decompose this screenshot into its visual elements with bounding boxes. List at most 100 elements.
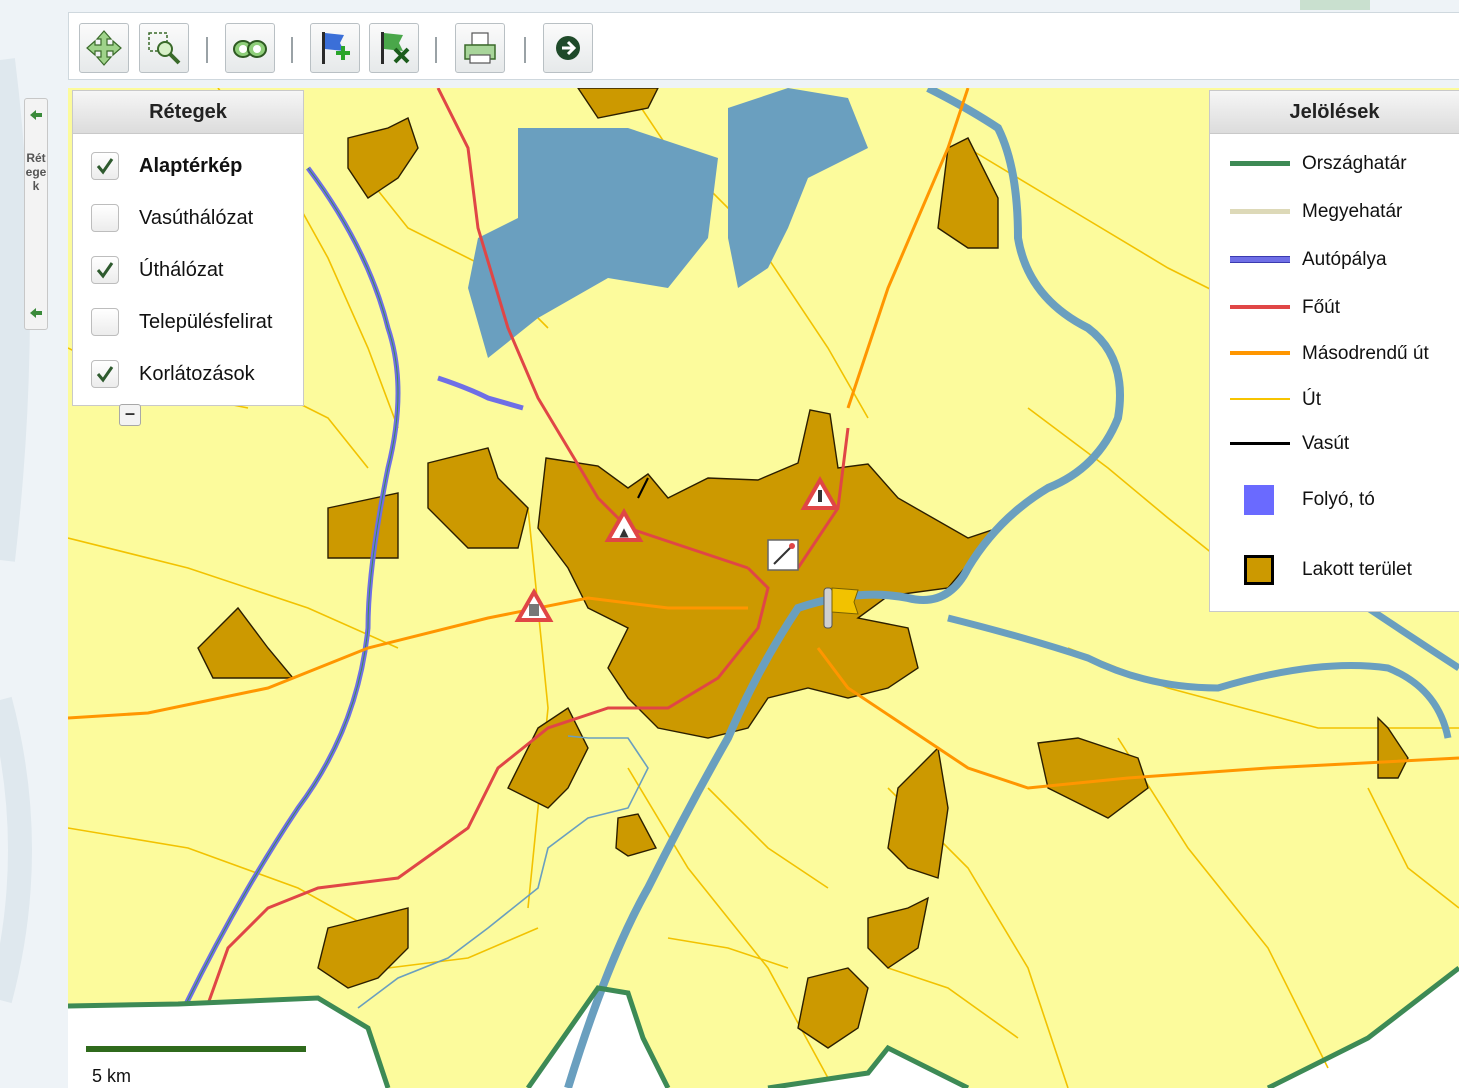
layer-label: Alaptérkép <box>139 154 243 177</box>
scale-bar: 5 km <box>70 1028 350 1088</box>
main-road-line-symbol <box>1230 293 1290 323</box>
lake <box>468 128 718 358</box>
restriction-warning-icon[interactable] <box>514 587 554 622</box>
legend-item: Út <box>1230 385 1321 415</box>
motorway-line-symbol <box>1230 245 1290 275</box>
add-marker-button[interactable] <box>310 23 360 73</box>
legend-label: Vasút <box>1302 433 1350 454</box>
roadwork-warning-icon[interactable]: ▲ <box>604 507 644 542</box>
legend-label: Országhatár <box>1302 153 1407 174</box>
printer-icon <box>464 32 496 64</box>
outside-area <box>768 1048 968 1088</box>
binoculars-icon <box>233 40 267 58</box>
legend-label: Autópálya <box>1302 249 1387 270</box>
layer-checkbox[interactable] <box>91 204 119 232</box>
flag-add-icon <box>322 32 350 64</box>
search-button[interactable] <box>225 23 275 73</box>
layer-checkbox[interactable] <box>91 360 119 388</box>
side-tab-label: Rétegek <box>25 151 47 193</box>
river <box>1366 605 1459 671</box>
layer-label: Településfelirat <box>139 310 273 333</box>
checkmark-icon <box>96 366 114 383</box>
river <box>947 614 1452 739</box>
zoom-box-icon <box>148 32 181 65</box>
layer-checkbox[interactable] <box>91 308 119 336</box>
map-toolbar <box>68 12 1459 80</box>
legend-label: Lakott terület <box>1302 559 1412 580</box>
checkmark-icon <box>96 158 114 175</box>
layer-item-alapterkep[interactable]: Alaptérkép <box>91 151 242 181</box>
toolbar-separator <box>435 37 437 63</box>
layer-item-uthalozat[interactable]: Úthálózat <box>91 255 224 285</box>
layers-side-tab[interactable]: Rétegek <box>24 98 48 330</box>
flag-remove-icon <box>381 32 410 64</box>
legend-item: Másodrendű út <box>1230 339 1429 369</box>
legend-label: Másodrendű út <box>1302 343 1429 364</box>
layers-panel-title: Rétegek <box>73 91 303 134</box>
secondary-roads <box>68 88 1459 790</box>
urban-area-symbol <box>1230 555 1290 585</box>
remove-marker-button[interactable] <box>369 23 419 73</box>
go-button[interactable] <box>543 23 593 73</box>
toolbar-separator <box>291 37 293 63</box>
legend-item: Vasút <box>1230 429 1349 459</box>
layers-panel: Rétegek Alaptérkép Vasúthálózat Úthálóza… <box>72 90 304 406</box>
arrow-left-icon <box>30 110 42 120</box>
county-line-symbol <box>1230 197 1290 227</box>
layer-item-vasuthalozat[interactable]: Vasúthálózat <box>91 203 253 233</box>
layer-label: Vasúthálózat <box>139 206 254 229</box>
stream <box>357 735 649 1009</box>
railway <box>637 477 649 499</box>
lake <box>728 88 868 288</box>
route-marker-icon[interactable] <box>767 539 799 571</box>
motorway-edge <box>185 167 399 1005</box>
country-border <box>525 985 671 1088</box>
legend-item: Országhatár <box>1230 149 1407 179</box>
layer-label: Úthálózat <box>139 258 224 281</box>
legend-label: Út <box>1302 389 1321 410</box>
toolbar-separator <box>524 37 526 63</box>
checkmark-icon <box>96 262 114 279</box>
layer-item-telepulesfelirat[interactable]: Településfelirat <box>91 307 272 337</box>
urban-areas <box>197 88 1409 1049</box>
river <box>564 88 1124 1088</box>
legend-item: Autópálya <box>1230 245 1387 275</box>
layer-checkbox[interactable] <box>91 152 119 180</box>
legend-item: Lakott terület <box>1230 555 1412 585</box>
road-line-symbol <box>1230 385 1290 415</box>
railway-line-symbol <box>1230 429 1290 459</box>
pan-button[interactable] <box>79 23 129 73</box>
legend-item: Főút <box>1230 293 1340 323</box>
zoom-box-button[interactable] <box>139 23 189 73</box>
traffic-warning-icon[interactable] <box>800 475 840 510</box>
legend-label: Folyó, tó <box>1302 489 1375 510</box>
legend-item: Megyehatár <box>1230 197 1402 227</box>
country-border <box>767 1044 970 1088</box>
zoom-out-button[interactable]: – <box>119 404 141 426</box>
scale-label: 5 km <box>92 1066 132 1086</box>
border-line-symbol <box>1230 149 1290 179</box>
arrow-right-circle-icon <box>556 36 580 60</box>
toolbar-separator <box>206 37 208 63</box>
legend-item: Folyó, tó <box>1230 485 1375 515</box>
flag-marker-icon[interactable] <box>823 587 859 629</box>
layer-checkbox[interactable] <box>91 256 119 284</box>
country-border <box>1266 966 1459 1088</box>
water-area-symbol <box>1230 485 1290 515</box>
motorway <box>437 375 524 411</box>
legend-panel: Jelölések Országhatár Megyehatár Autópál… <box>1209 90 1459 612</box>
scale-bar-line <box>86 1046 306 1052</box>
legend-label: Főút <box>1302 297 1341 318</box>
print-button[interactable] <box>455 23 505 73</box>
legend-panel-title: Jelölések <box>1210 91 1459 134</box>
legend-label: Megyehatár <box>1302 201 1403 222</box>
svg-text:▲: ▲ <box>619 525 629 539</box>
outside-area <box>1268 968 1459 1088</box>
layer-label: Korlátozások <box>139 362 255 385</box>
country-border <box>68 995 391 1088</box>
pan-arrows-icon <box>86 30 122 66</box>
layer-item-korlatozasok[interactable]: Korlátozások <box>91 359 255 389</box>
secondary-road-line-symbol <box>1230 339 1290 369</box>
arrow-left-icon <box>30 308 42 318</box>
